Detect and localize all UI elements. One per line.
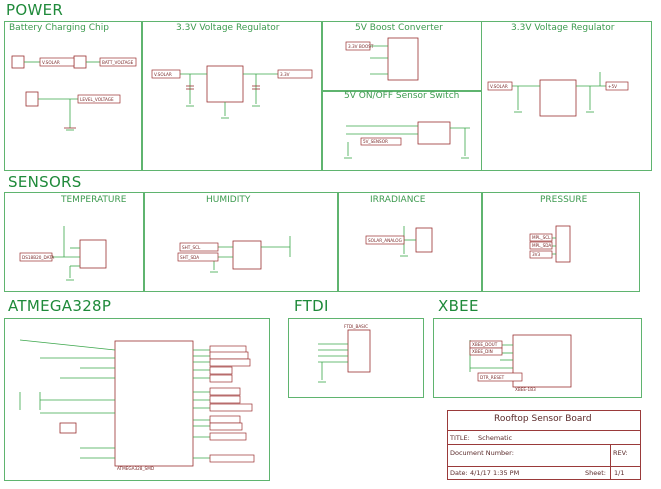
battery-connector-1 <box>11 55 25 69</box>
pressure-frame <box>482 192 640 292</box>
section-atmega-title: ATMEGA328P <box>8 297 112 315</box>
title-label: TITLE: <box>450 434 470 442</box>
net-press2-box <box>529 241 553 250</box>
boost-frame <box>322 21 482 91</box>
net-irr: SOLAR_ANALOG <box>368 238 402 243</box>
date-value: 4/1/17 1:35 PM <box>470 469 520 477</box>
reg1-frame <box>142 21 322 171</box>
xbee-ic <box>512 334 572 388</box>
net-press3: 3V3 <box>532 252 541 257</box>
net-xbee2: XBEE_DIN <box>472 349 493 354</box>
net-level: LEVEL_VOLTAGE <box>80 97 114 102</box>
boost-title: 5V Boost Converter <box>355 23 443 33</box>
net-vsense: 5V_SENSOR <box>363 139 388 144</box>
sheet-label: Sheet: <box>585 469 606 477</box>
xbee-frame <box>433 318 642 398</box>
net-hum1: SHT_SCL <box>182 245 201 250</box>
rev-label: REV: <box>613 449 628 457</box>
net-reg2in: V.SOLAR <box>490 84 508 89</box>
net-boostin: 3.3V BOOST <box>348 44 374 49</box>
net-boostin-box <box>345 41 371 51</box>
net-3v3-box <box>277 69 313 79</box>
section-xbee-title: XBEE <box>438 297 479 315</box>
sheet-value: 1/1 <box>614 469 625 477</box>
atmega-ic <box>114 340 194 467</box>
boost-ic <box>387 37 419 81</box>
net-vin-box <box>151 69 181 79</box>
net-xbee3-box <box>477 372 523 382</box>
battery-connector-2 <box>73 55 87 69</box>
reg1-title: 3.3V Voltage Regulator <box>176 23 280 33</box>
ftdi-part-label: FTDI_BASIC <box>344 324 368 329</box>
net-xbee2-box <box>469 347 503 356</box>
net-xbee1: XBEE_DOUT <box>472 342 498 347</box>
date-label: Date: <box>450 469 468 477</box>
battery-frame <box>4 21 142 171</box>
onoff-title: 5V ON/OFF Sensor Switch <box>344 91 460 101</box>
atmega-part-label: ATMEGA328_SMD <box>117 466 154 471</box>
net-temp: DS18B20_DATA <box>22 255 54 260</box>
net-hum2: SHT_SDA <box>180 255 199 260</box>
sht-ic <box>232 240 262 270</box>
section-power-title: POWER <box>6 1 64 19</box>
onoff-frame <box>322 91 482 171</box>
temperature-title: TEMPERATURE <box>61 195 127 205</box>
section-sensors-title: SENSORS <box>8 173 82 191</box>
atmega-frame <box>4 318 270 481</box>
net-press2: MPL_SDA <box>532 243 551 248</box>
pressure-connector <box>555 225 571 263</box>
net-hum1-box <box>179 242 219 252</box>
irradiance-connector <box>415 227 433 253</box>
switch-ic <box>417 121 451 145</box>
net-5v-box <box>605 81 629 91</box>
net-vsolar: V.SOLAR <box>42 60 60 65</box>
title-value: Schematic <box>478 434 513 442</box>
net-temp-box <box>19 252 53 262</box>
temperature-frame <box>4 192 144 292</box>
reg2-ic <box>539 79 577 117</box>
irradiance-title: IRRADIANCE <box>370 195 426 205</box>
net-batt: BATT_VOLTAGE <box>102 60 134 65</box>
section-ftdi-title: FTDI <box>294 297 329 315</box>
net-5v: +5V <box>608 84 617 89</box>
net-vin: V.SOLAR <box>154 72 172 77</box>
irradiance-frame <box>338 192 482 292</box>
docnum-label: Document Number: <box>450 449 514 457</box>
pressure-title: PRESSURE <box>540 195 588 205</box>
net-vsolar-box <box>39 57 75 67</box>
humidity-title: HUMIDITY <box>206 195 251 205</box>
net-level-box <box>77 94 121 104</box>
net-irr-box <box>365 235 405 245</box>
ftdi-connector <box>347 329 371 373</box>
humidity-frame <box>144 192 338 292</box>
reg2-title: 3.3V Voltage Regulator <box>511 23 615 33</box>
net-batt-box <box>99 57 137 67</box>
net-press1: MPL_SCL <box>532 235 551 240</box>
ds18b20-ic <box>79 239 107 269</box>
net-reg2in-box <box>487 81 513 91</box>
ftdi-frame <box>288 318 424 398</box>
net-press3-box <box>529 250 553 259</box>
net-hum2-box <box>177 252 219 262</box>
battery-title: Battery Charging Chip <box>9 23 109 33</box>
net-3v3: 3.3V <box>280 72 290 77</box>
project-title: Rooftop Sensor Board <box>494 414 592 424</box>
reg1-ic <box>206 65 244 103</box>
net-press1-box <box>529 233 553 242</box>
charge-ic <box>25 91 39 107</box>
net-vsense-box <box>360 137 402 146</box>
xbee-part-label: XBEE-1B3 <box>515 387 536 392</box>
title-block <box>447 410 641 480</box>
net-xbee3: DTR_RESET <box>480 375 505 380</box>
